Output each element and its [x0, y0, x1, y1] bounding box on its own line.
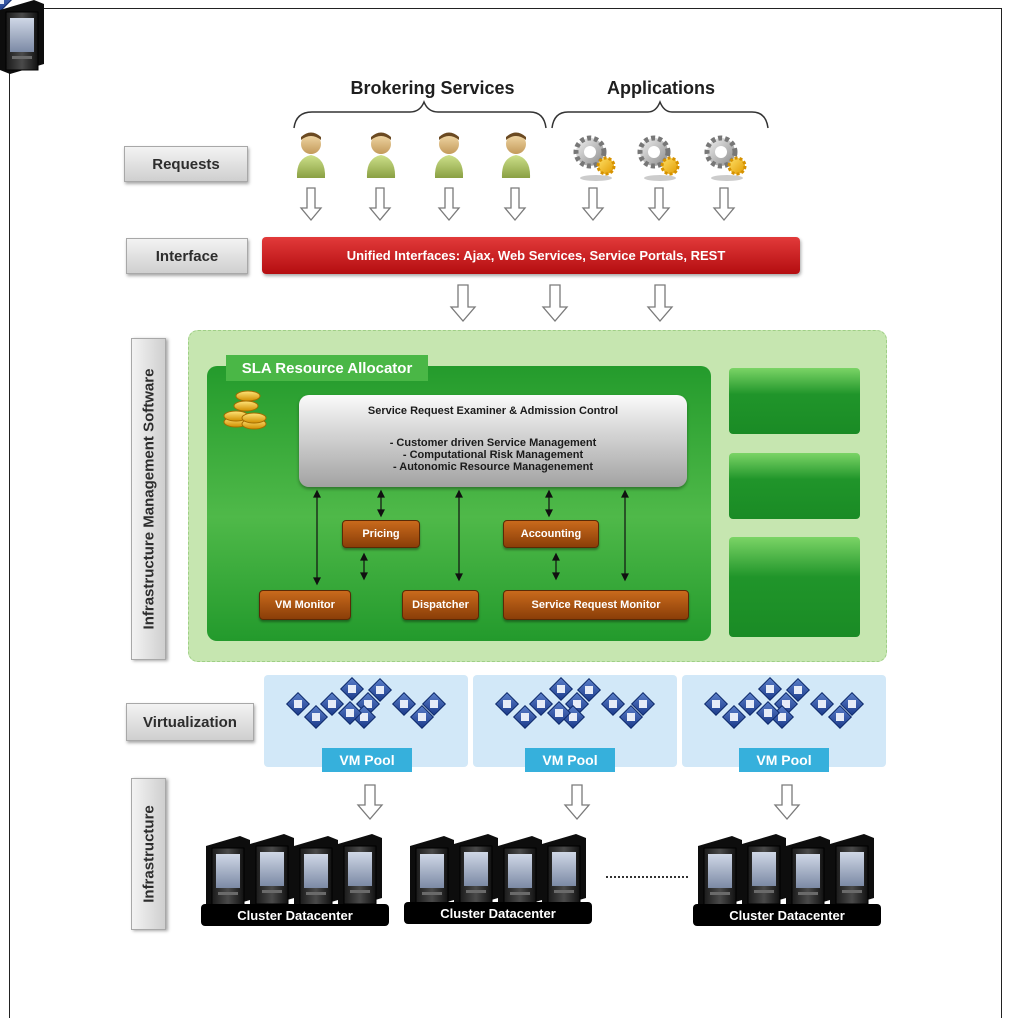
down-arrow-icon: [503, 187, 527, 222]
datacenter-3-servers: [697, 833, 875, 911]
layer-label-infrastructure-management-software: Infrastructure Management Software: [131, 338, 166, 660]
gear-icon: [637, 135, 680, 181]
group-title-applications: Applications: [606, 78, 715, 98]
gear-icon: [704, 135, 747, 181]
dispatcher-component: Dispatcher: [402, 590, 479, 620]
cluster-datacenter-label-1: Cluster Datacenter: [201, 904, 389, 926]
figure-frame: [9, 8, 1002, 1018]
user-icon: [501, 132, 531, 178]
side-green-box-1: [729, 368, 860, 434]
down-arrow-icon: [773, 784, 801, 820]
down-arrow-icon: [712, 187, 736, 222]
ellipsis-dots: [606, 876, 688, 878]
user-icon: [296, 132, 326, 178]
layer-label-virtualization: Virtualization: [126, 703, 254, 741]
vm-cluster-icon: [0, 0, 13, 13]
vm-pool-2-vms: [495, 677, 655, 729]
examiner-line-3: - Autonomic Resource Managenement: [392, 461, 594, 473]
gear-icon: [573, 135, 616, 181]
vm-pool-label-2: VM Pool: [525, 748, 615, 772]
down-arrow-icon: [646, 284, 674, 322]
coins-icon: [223, 390, 267, 430]
service-request-examiner-box: Service Request Examiner & Admission Con…: [299, 395, 687, 487]
down-arrow-icon: [541, 284, 569, 322]
brace-brokering-services: [293, 99, 547, 129]
down-arrow-icon: [647, 187, 671, 222]
layer-label-infrastructure: Infrastructure: [131, 778, 166, 930]
user-icon: [366, 132, 396, 178]
down-arrow-icon: [356, 784, 384, 820]
user-icon: [434, 132, 464, 178]
unified-interfaces-bar: Unified Interfaces: Ajax, Web Services, …: [262, 237, 800, 274]
cluster-datacenter-label-2: Cluster Datacenter: [404, 902, 592, 924]
pricing-component: Pricing: [342, 520, 420, 548]
accounting-component: Accounting: [503, 520, 599, 548]
service-request-monitor-component: Service Request Monitor: [503, 590, 689, 620]
side-green-box-2: [729, 453, 860, 519]
down-arrow-icon: [368, 187, 392, 222]
examiner-line-2: - Computational Risk Management: [402, 449, 584, 461]
examiner-line-1: - Customer driven Service Management: [389, 437, 597, 449]
datacenter-2-servers: [409, 833, 587, 911]
examiner-title: Service Request Examiner & Admission Con…: [367, 405, 619, 417]
vm-monitor-component: VM Monitor: [259, 590, 351, 620]
side-green-box-3: [729, 537, 860, 637]
down-arrow-icon: [563, 784, 591, 820]
vm-pool-3-vms: [704, 677, 864, 729]
cluster-datacenter-label-3: Cluster Datacenter: [693, 904, 881, 926]
group-title-brokering-services: Brokering Services: [350, 78, 515, 98]
layer-label-interface: Interface: [126, 238, 248, 274]
down-arrow-icon: [581, 187, 605, 222]
vm-pool-label-3: VM Pool: [739, 748, 829, 772]
layer-label-requests: Requests: [124, 146, 248, 182]
down-arrow-icon: [437, 187, 461, 222]
brace-applications: [551, 99, 769, 129]
vm-pool-1-vms: [286, 677, 446, 729]
down-arrow-icon: [299, 187, 323, 222]
server-icon: [0, 0, 44, 74]
down-arrow-icon: [449, 284, 477, 322]
vm-pool-label-1: VM Pool: [322, 748, 412, 772]
sla-resource-allocator-title: SLA Resource Allocator: [226, 355, 428, 381]
datacenter-1-servers: [205, 833, 383, 911]
